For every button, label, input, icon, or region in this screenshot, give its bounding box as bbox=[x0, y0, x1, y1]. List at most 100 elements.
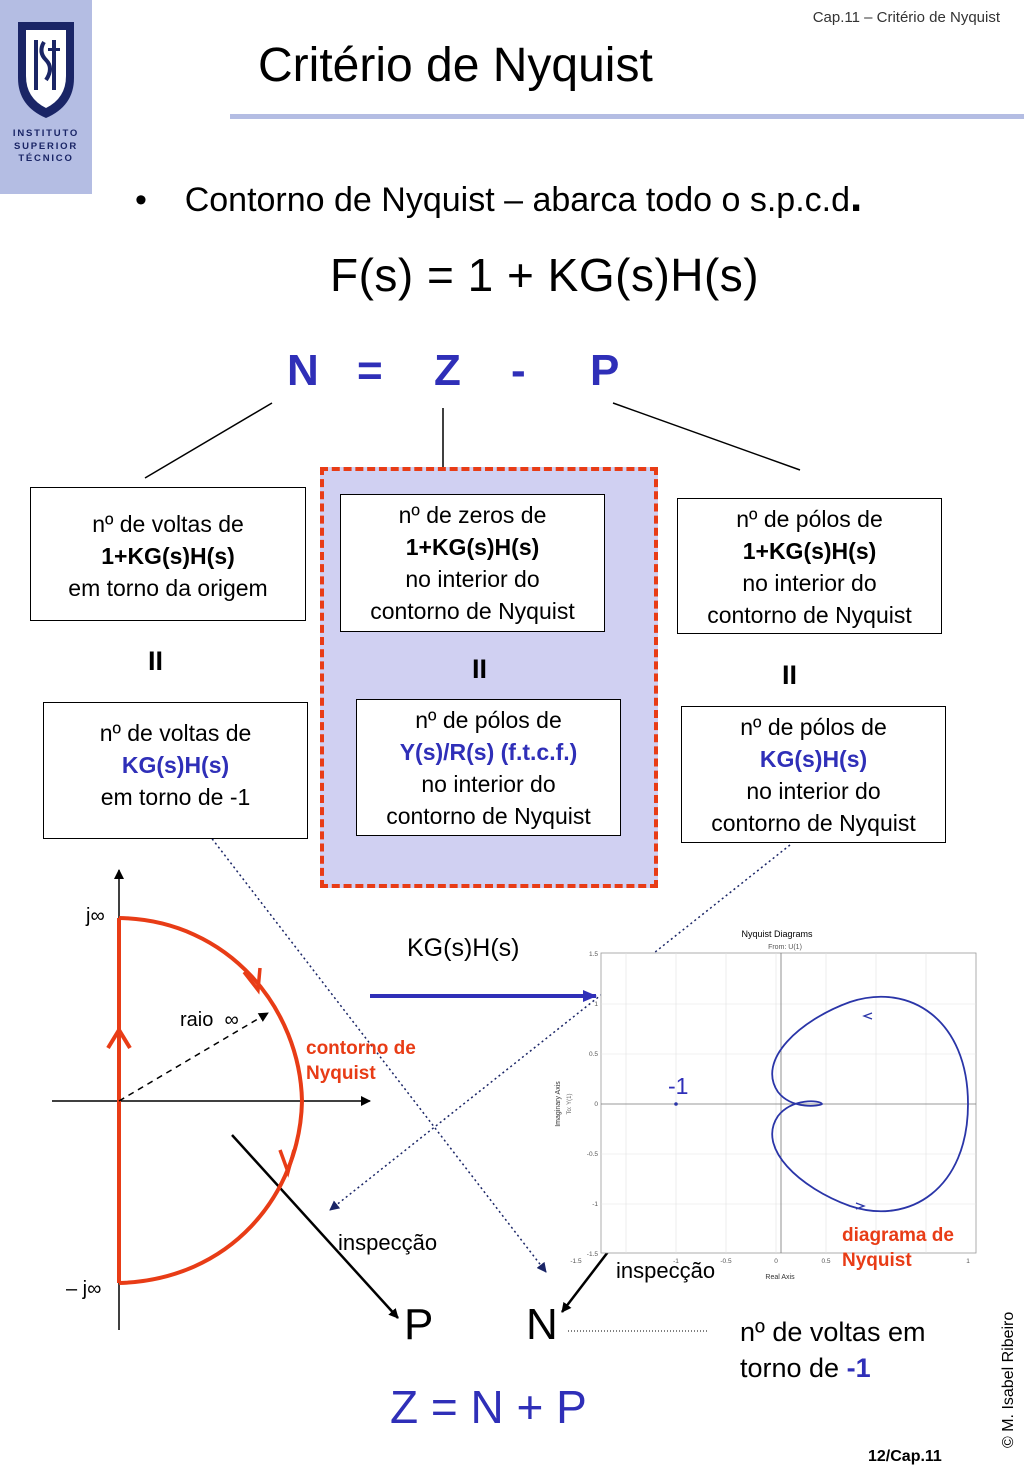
contour-arrow-arc-bottom bbox=[278, 1149, 296, 1178]
box-line: nº de zeros de bbox=[398, 502, 547, 528]
contour-label-line1: contorno de bbox=[306, 1038, 416, 1059]
box-line: nº de pólos de bbox=[736, 506, 883, 532]
curve-arrow-bottom bbox=[855, 1202, 866, 1210]
box-zeros: nº de zeros de 1+KG(s)H(s) no interior d… bbox=[340, 494, 605, 632]
nyquist-diagram-label: diagrama de Nyquist bbox=[842, 1223, 954, 1273]
chapter-header: Cap.11 – Critério de Nyquist bbox=[812, 9, 1000, 26]
box-line: Y(s)/R(s) (f.t.c.f.) bbox=[399, 739, 578, 765]
bullet-text: Contorno de Nyquist – abarca todo o s.p.… bbox=[184, 181, 850, 219]
contour-arc bbox=[118, 916, 305, 1285]
contour-label: contorno de Nyquist bbox=[306, 1036, 416, 1086]
box-line: nº de pólos de bbox=[415, 707, 562, 733]
inspection-label-right: inspecção bbox=[616, 1258, 716, 1283]
result-N: N bbox=[526, 1300, 558, 1349]
plot-from: From: U(1) bbox=[768, 944, 802, 951]
nyquist-plot: Nyquist Diagrams From: U(1) -1.5 -1 -0.5… bbox=[555, 929, 977, 1281]
ytick: 1.5 bbox=[589, 951, 598, 958]
ytick: -1 bbox=[592, 1201, 598, 1208]
minus-one-marker bbox=[674, 1102, 678, 1106]
box-line: KG(s)H(s) bbox=[759, 746, 868, 772]
label-jinf: j∞ bbox=[86, 905, 105, 927]
box-line: contorno de Nyquist bbox=[711, 810, 916, 836]
dotted-arrow-to-N bbox=[202, 826, 547, 1273]
curve-arrow-top bbox=[862, 1012, 873, 1020]
ytick: -1.5 bbox=[587, 1251, 599, 1258]
plot-frame bbox=[600, 952, 977, 1254]
encirclement-line1: nº de voltas em bbox=[740, 1317, 926, 1347]
formula-F: F(s) = 1 + KG(s)H(s) bbox=[330, 249, 760, 301]
nzp-equals: = bbox=[357, 346, 383, 395]
box-encirclements-origin: nº de voltas de 1+KG(s)H(s) em torno da … bbox=[30, 487, 306, 621]
box-encirclements-minus1: nº de voltas de KG(s)H(s) em torno de -1 bbox=[43, 702, 308, 839]
logo-text: INSTITUTO SUPERIOR TÉCNICO bbox=[12, 128, 80, 164]
page-title: Critério de Nyquist bbox=[258, 39, 653, 92]
box-line: nº de pólos de bbox=[740, 714, 887, 740]
contour-arrow-arc-top bbox=[242, 967, 262, 995]
box-line: 1+KG(s)H(s) bbox=[742, 538, 877, 564]
box-line: 1+KG(s)H(s) bbox=[405, 534, 540, 560]
nzp-Z: Z bbox=[434, 346, 461, 395]
plot-ylabel: Imaginary Axis bbox=[555, 1081, 562, 1127]
encirclement-text: torno de bbox=[740, 1353, 840, 1383]
bullet-item: • Contorno de Nyquist – abarca todo o s.… bbox=[135, 175, 862, 220]
xtick: -1.5 bbox=[570, 1258, 582, 1265]
box-line: KG(s)H(s) bbox=[121, 752, 230, 778]
nyquist-label-line1: diagrama de bbox=[842, 1225, 954, 1246]
nzp-N: N bbox=[287, 346, 319, 395]
nzp-minus: - bbox=[511, 346, 526, 395]
equals-right: II bbox=[782, 660, 798, 690]
box-line: no interior do bbox=[742, 570, 877, 596]
xtick: 1 bbox=[966, 1258, 970, 1265]
encirclement-note: nº de voltas em torno de -1 bbox=[740, 1314, 925, 1386]
bullet-marker: • bbox=[135, 181, 147, 219]
plot-xlabel: Real Axis bbox=[765, 1274, 795, 1281]
plot-ylabel-to: To: Y(1) bbox=[567, 1094, 573, 1115]
box-line: nº de voltas de bbox=[99, 720, 252, 746]
box-line: contorno de Nyquist bbox=[707, 602, 912, 628]
shield-icon bbox=[18, 22, 74, 118]
connector-P bbox=[612, 402, 801, 471]
equals-left: II bbox=[148, 646, 164, 676]
nyquist-curve bbox=[771, 995, 969, 1213]
ytick: 0 bbox=[594, 1101, 598, 1108]
copyright: © M. Isabel Ribeiro bbox=[1000, 1311, 1017, 1448]
radius-text: raio bbox=[180, 1009, 214, 1031]
xtick: 0.5 bbox=[821, 1258, 830, 1265]
plot-title: Nyquist Diagrams bbox=[741, 929, 813, 939]
equals-mid: II bbox=[472, 654, 488, 684]
bullet-dot: . bbox=[850, 172, 863, 221]
ytick: -0.5 bbox=[587, 1151, 599, 1158]
result-equation: Z = N + P bbox=[390, 1381, 587, 1433]
minus-one-label: -1 bbox=[668, 1073, 689, 1099]
title-divider bbox=[230, 114, 1024, 119]
box-line: no interior do bbox=[421, 771, 556, 797]
radius-inf: ∞ bbox=[224, 1009, 239, 1031]
xtick: -1 bbox=[673, 1258, 679, 1265]
box-line: contorno de Nyquist bbox=[386, 803, 591, 829]
label-radius: raio ∞ bbox=[180, 1009, 239, 1032]
box-line: no interior do bbox=[746, 778, 881, 804]
nzp-P: P bbox=[590, 346, 620, 395]
box-line: em torno da origem bbox=[68, 575, 268, 601]
ist-logo: INSTITUTO SUPERIOR TÉCNICO bbox=[0, 0, 92, 194]
connector-N bbox=[144, 402, 273, 479]
radius-line bbox=[118, 1012, 269, 1102]
box-poles-open-loop: nº de pólos de KG(s)H(s) no interior do … bbox=[681, 706, 946, 843]
page-number: 12/Cap.11 bbox=[868, 1448, 942, 1465]
box-poles-F: nº de pólos de 1+KG(s)H(s) no interior d… bbox=[677, 498, 942, 634]
label-neg-jinf: – j∞ bbox=[66, 1278, 102, 1300]
contour-arrow-up bbox=[106, 1026, 132, 1050]
box-line: contorno de Nyquist bbox=[370, 598, 575, 624]
ytick: 0.5 bbox=[589, 1051, 598, 1058]
box-line: no interior do bbox=[405, 566, 540, 592]
nyquist-label-line2: Nyquist bbox=[842, 1250, 912, 1271]
inspection-arrow-left bbox=[231, 1134, 399, 1319]
inspection-label-left: inspecção bbox=[338, 1230, 438, 1255]
encirclement-value: -1 bbox=[846, 1353, 871, 1383]
box-poles-closed-loop: nº de pólos de Y(s)/R(s) (f.t.c.f.) no i… bbox=[356, 699, 621, 836]
encirclement-line2: torno de -1 bbox=[740, 1350, 925, 1386]
box-line: em torno de -1 bbox=[100, 784, 251, 810]
box-line: nº de voltas de bbox=[92, 511, 244, 537]
contour-label-line2: Nyquist bbox=[306, 1063, 376, 1084]
result-P: P bbox=[404, 1300, 434, 1349]
